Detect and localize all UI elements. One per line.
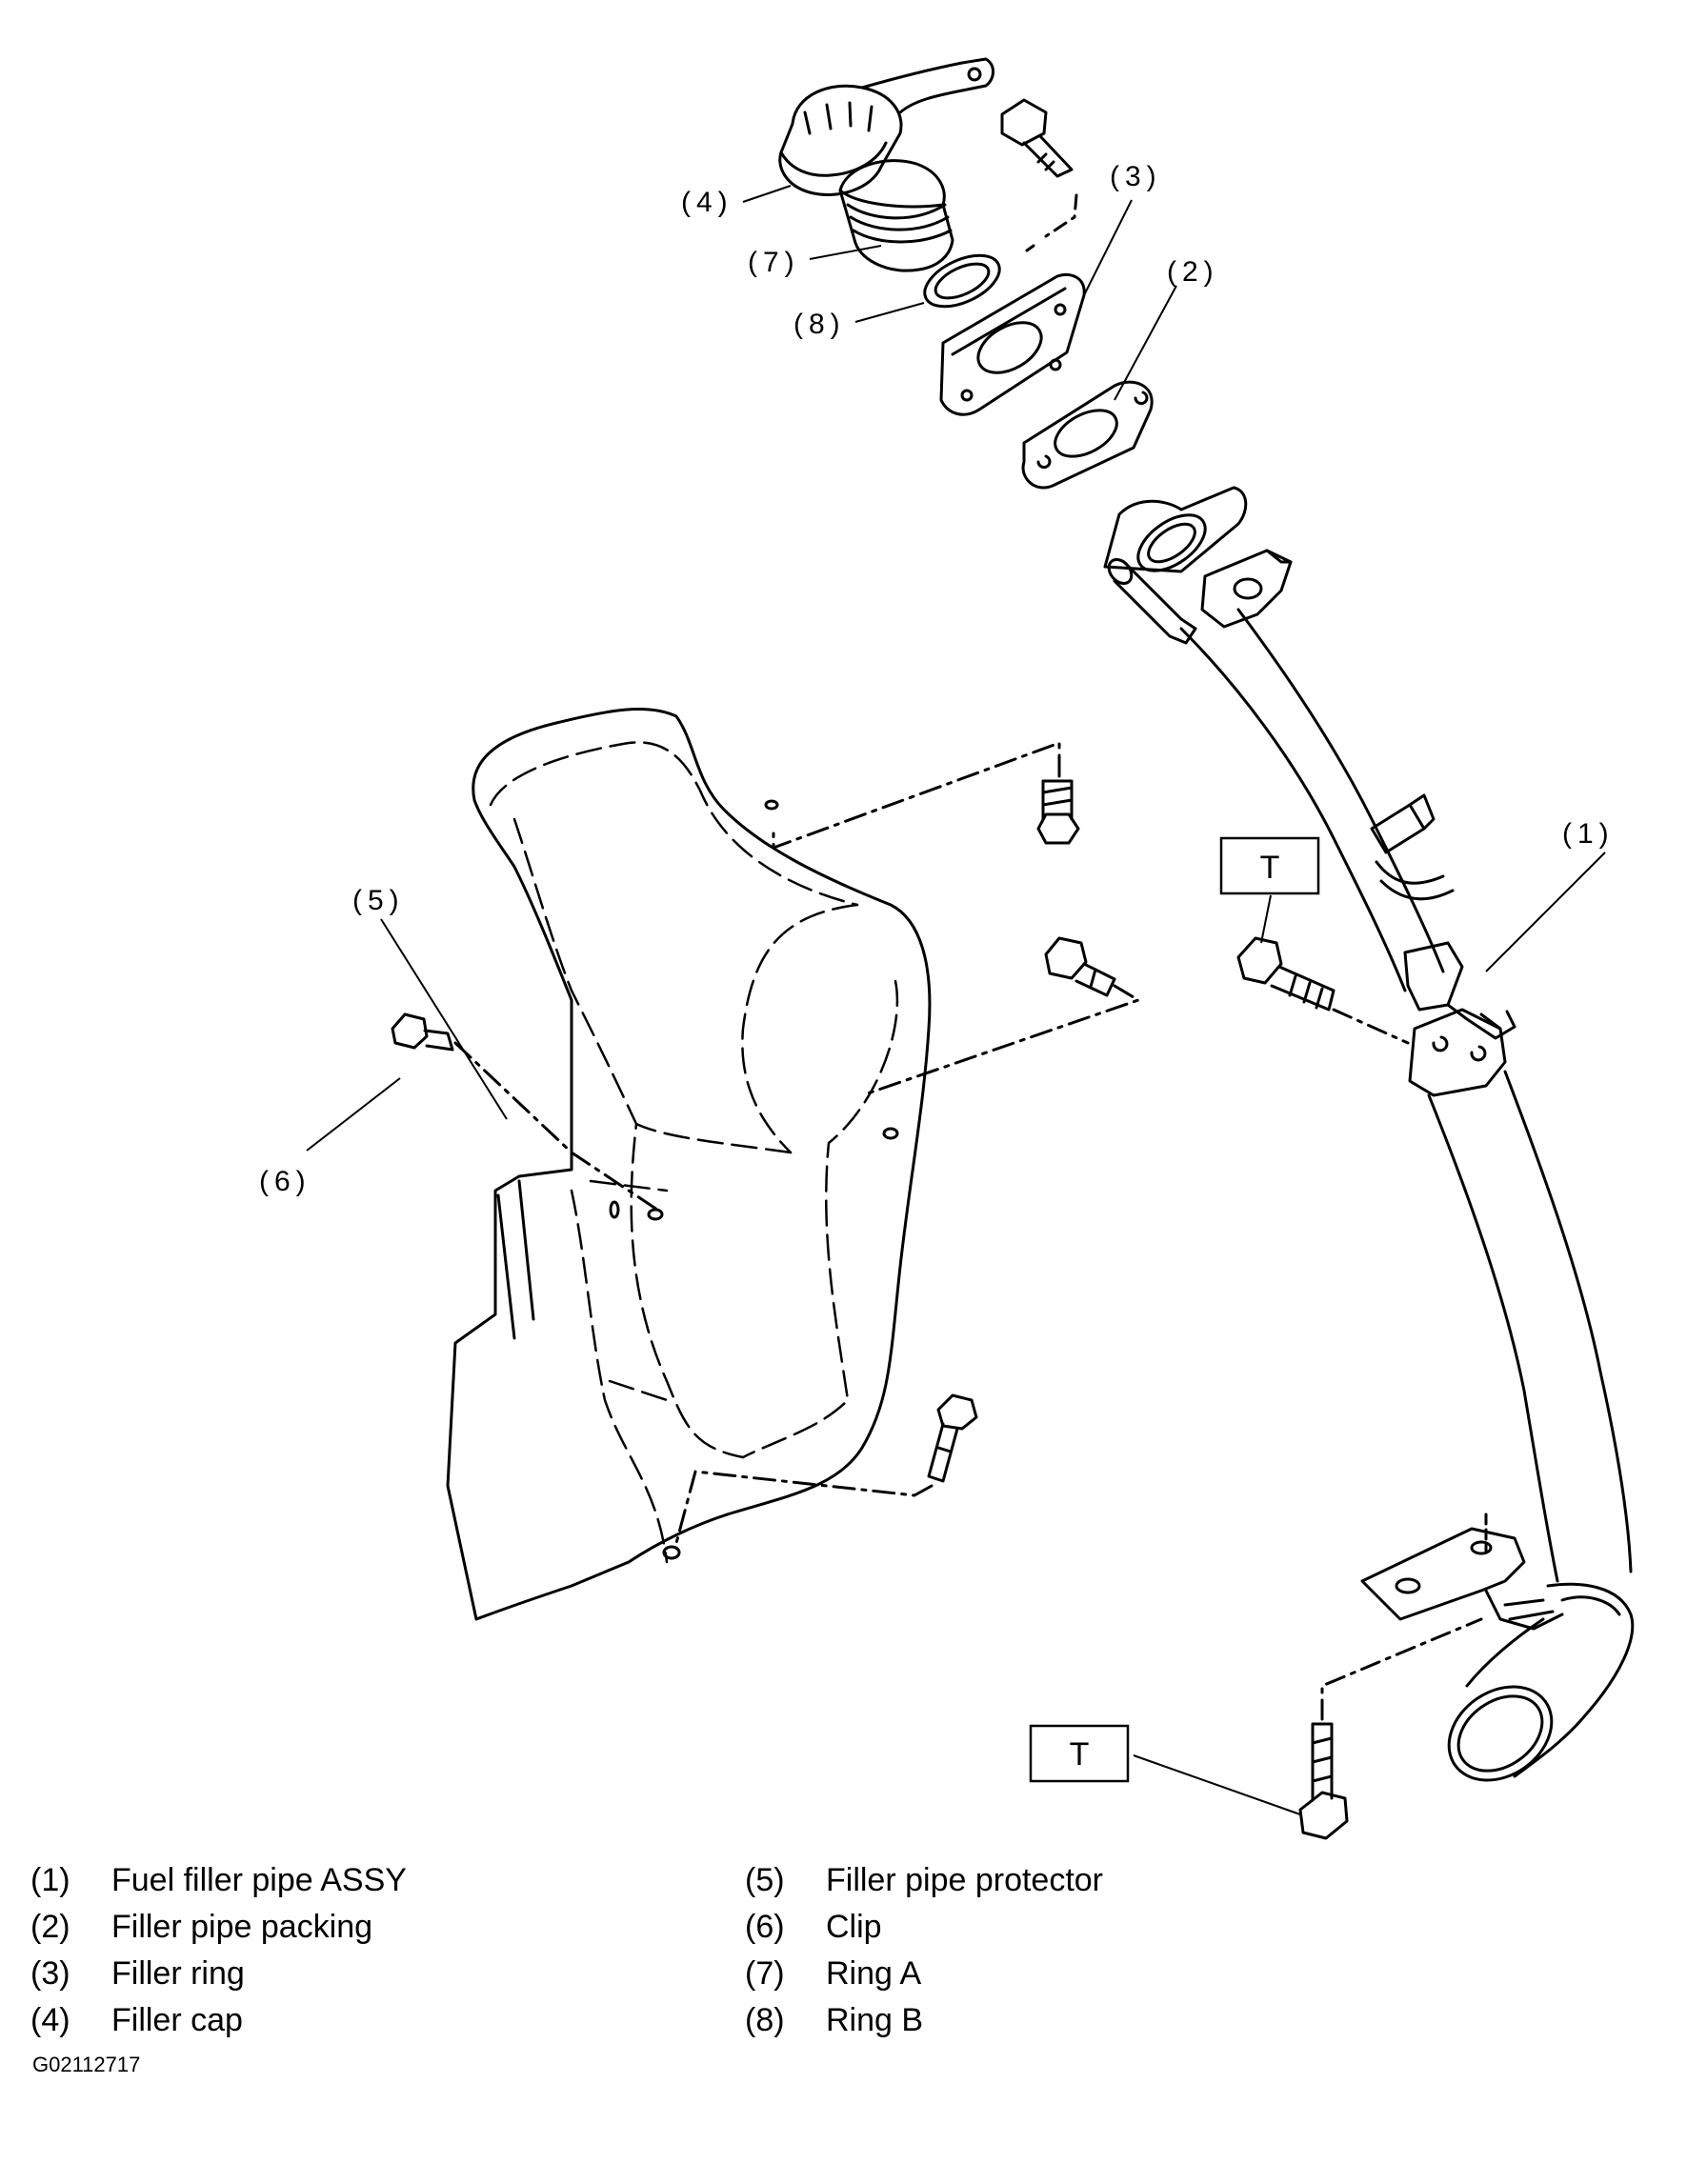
legend-number: (7) [745,1955,785,1992]
legend-label: Filler ring [111,1955,245,1992]
torque-label-upper: T [1260,850,1280,886]
figure-code: G02112717 [32,2053,141,2076]
callout-6: (6) [259,1166,311,1197]
legend-label: Fuel filler pipe ASSY [111,1862,407,1898]
torque-bolt-upper [1236,936,1336,1012]
torque-bolt-lower [1298,1722,1349,1840]
torque-box-lower: T [1029,1724,1130,1783]
legend-number: (5) [745,1862,785,1898]
callout-1: (1) [1562,818,1615,850]
callout-8: (8) [793,309,846,340]
callout-5: (5) [352,885,405,916]
legend-number: (8) [745,2002,785,2038]
legend-label: Ring A [826,1955,922,1992]
exploded-parts-diagram: (4) (7) (8) (3) (2) (1) (5) (6) T T [259,57,1635,1840]
legend-number: (2) [30,1909,70,1945]
cap-bolt [1000,98,1074,178]
torque-box-upper: T [1219,836,1320,895]
legend-label: Filler pipe packing [111,1909,373,1945]
protector-bolt-mid-right [1044,936,1116,997]
legend-label: Ring B [826,2002,924,2038]
ring-a-part [838,159,954,272]
protector-bolt-top [1036,779,1080,845]
callout-3: (3) [1110,161,1162,192]
legend-label: Filler cap [111,2002,243,2038]
legend-number: (6) [745,1909,785,1945]
legend-number: (1) [30,1862,70,1898]
filler-ring-part [939,272,1086,416]
filler-pipe-packing-part [1021,380,1154,490]
ring-b-part [923,253,1001,309]
torque-label-lower: T [1070,1736,1090,1773]
fuel-filler-pipe-part [1103,486,1635,1782]
legend-label: Filler pipe protector [826,1862,1104,1898]
protector-bolt-lower-right [927,1393,978,1483]
callout-2: (2) [1167,256,1219,288]
callout-7: (7) [748,247,800,278]
legend-number: (3) [30,1955,70,1992]
callout-4: (4) [681,187,733,218]
legend-label: Clip [826,1909,882,1945]
legend-number: (4) [30,2002,70,2038]
filler-cap-part [778,57,994,196]
clip-part [391,1012,454,1052]
filler-pipe-protector-part [446,707,932,1621]
